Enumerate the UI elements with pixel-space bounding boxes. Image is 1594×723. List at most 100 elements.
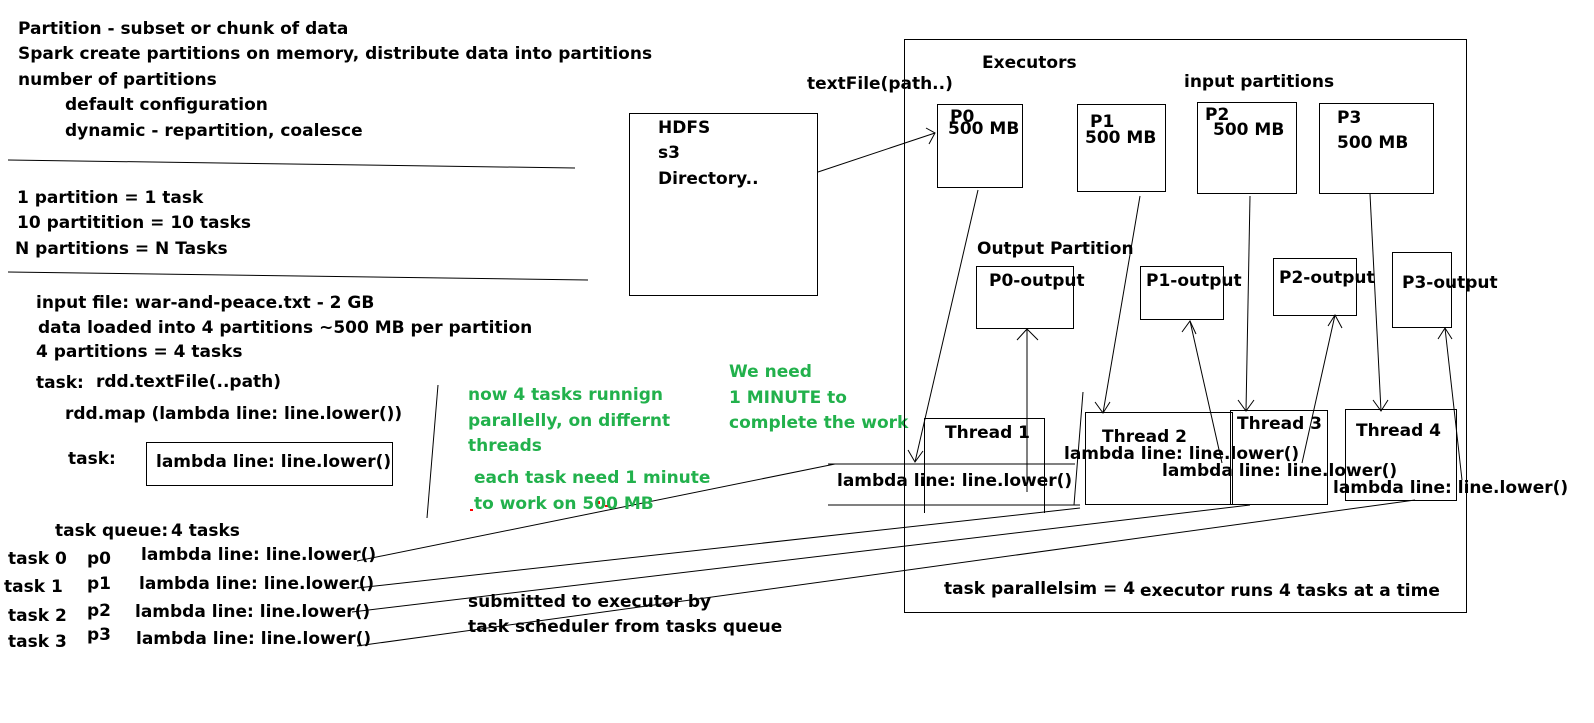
output-p3-label: P3-output	[1402, 273, 1498, 293]
executor-box	[904, 39, 1467, 613]
task1-to-thread2-line	[356, 507, 1081, 589]
green-need-3: complete the work	[729, 413, 909, 433]
thread-4-box: Thread 4	[1345, 409, 1457, 501]
separator-line-1	[7, 159, 576, 169]
partition-p0-name: P0	[950, 107, 975, 127]
note-partition: Partition - subset or chunk of data	[18, 19, 349, 39]
thread-2-label: Thread 2	[1102, 427, 1187, 447]
queue-code-2: lambda line: line.lower()	[135, 602, 371, 622]
thread3-to-p2output-arrow	[1301, 314, 1336, 464]
submitted-2: task scheduler from tasks queue	[468, 617, 783, 637]
storage-box: HDFS s3 Directory..	[629, 113, 818, 296]
storage-to-p0-arrow	[817, 132, 936, 173]
submitted-1: submitted to executor by	[468, 592, 712, 612]
green-parallel-1: now 4 tasks runnign	[468, 385, 664, 405]
red-marks	[470, 501, 608, 511]
queue-partition-2: p2	[87, 601, 111, 621]
green-need-2: 1 MINUTE to	[729, 388, 847, 408]
green-minute-2: to work on 500 MB	[474, 494, 654, 514]
task-queue-count: 4 tasks	[171, 521, 240, 541]
storage-s3: s3	[658, 143, 680, 163]
rule-n: N partitions = N Tasks	[15, 239, 228, 259]
thread-2-box: Thread 2	[1085, 412, 1233, 505]
thread-3-code: lambda line: line.lower()	[1162, 461, 1398, 481]
task3-to-thread4-line	[356, 499, 1416, 647]
p3-to-thread4-arrow	[1369, 193, 1382, 412]
input-partitions-label: input partitions	[1184, 72, 1335, 92]
note-default-config: default configuration	[65, 95, 268, 115]
output-p2-label: P2-output	[1279, 268, 1375, 288]
partition-p1: P1 500 MB	[1077, 104, 1166, 192]
thread-4-label: Thread 4	[1356, 421, 1441, 441]
data-loaded-note: data loaded into 4 partitions ~500 MB pe…	[38, 318, 533, 338]
output-p0-label: P0-output	[989, 271, 1085, 291]
thread-1-label: Thread 1	[945, 423, 1030, 443]
thread-2-code: lambda line: line.lower()	[1064, 444, 1300, 464]
queue-code-1: lambda line: line.lower()	[139, 574, 375, 594]
four-tasks-note: 4 partitions = 4 tasks	[36, 342, 243, 362]
partition-p0: P0 500 MB	[937, 104, 1023, 188]
p0-to-thread1-arrow	[914, 189, 979, 463]
queue-partition-0: p0	[87, 549, 111, 569]
task0-to-thread1-line	[356, 463, 836, 562]
p2-to-thread3-arrow	[1245, 195, 1251, 412]
task-label-2: task:	[68, 449, 116, 469]
queue-task-3: task 3	[8, 632, 67, 652]
queue-code-3: lambda line: line.lower()	[136, 629, 372, 649]
task-queue-title: task queue:	[55, 521, 169, 541]
map-code: rdd.map (lambda line: line.lower())	[65, 404, 403, 424]
output-p1-label: P1-output	[1146, 271, 1242, 291]
task-code: rdd.textFile(..path)	[96, 372, 282, 392]
partition-p2-name: P2	[1205, 105, 1230, 125]
parallelism-label: task parallelsim = 4	[944, 579, 1136, 599]
partition-p2-size: 500 MB	[1213, 120, 1285, 140]
rule-10: 10 partitition = 10 tasks	[17, 213, 252, 233]
green-parallel-3: threads	[468, 436, 542, 456]
thread-3-box: Thread 3	[1230, 410, 1328, 505]
partition-p3-name: P3	[1337, 108, 1362, 128]
queue-task-2: task 2	[8, 606, 67, 626]
storage-directory: Directory..	[658, 169, 759, 189]
queue-partition-3: p3	[87, 625, 111, 645]
note-number-of-partitions: number of partitions	[18, 70, 217, 90]
thread-3-label: Thread 3	[1237, 414, 1322, 434]
lambda-box: lambda line: line.lower()	[146, 442, 393, 486]
green-minute-1: each task need 1 minute	[474, 468, 711, 488]
task-label: task:	[36, 373, 84, 393]
output-p0: P0-output	[976, 266, 1085, 329]
note-spark-partitions: Spark create partitions on memory, distr…	[18, 44, 653, 64]
partition-p0-size: 500 MB	[948, 119, 1020, 139]
partition-p2: P2 500 MB	[1197, 102, 1297, 194]
lambda-box-text: lambda line: line.lower()	[156, 452, 392, 472]
thread4-to-p3output-arrow	[1444, 327, 1463, 481]
textfile-label: textFile(path..)	[807, 74, 953, 94]
rule-1: 1 partition = 1 task	[17, 188, 204, 208]
input-file-note: input file: war-and-peace.txt - 2 GB	[36, 293, 375, 313]
executor-runs-label: executor runs 4 tasks at a time	[1140, 581, 1440, 601]
partition-p1-name: P1	[1090, 112, 1115, 132]
queue-partition-1: p1	[87, 574, 111, 594]
p1-to-thread2-arrow	[1102, 195, 1141, 414]
green-need-1: We need	[729, 362, 812, 382]
partition-p1-size: 500 MB	[1085, 128, 1157, 148]
output-p1: P1-output	[1140, 266, 1242, 320]
thread-1-code: lambda line: line.lower()	[837, 471, 1073, 491]
thread2-to-p1output-arrow	[1189, 320, 1223, 464]
note-dynamic: dynamic - repartition, coalesce	[65, 121, 363, 141]
storage-hdfs: HDFS	[658, 118, 711, 138]
queue-task-1: task 1	[4, 577, 63, 597]
output-p3: P3-output	[1392, 252, 1498, 328]
queue-task-0: task 0	[8, 549, 67, 569]
partition-p3: P3 500 MB	[1319, 103, 1434, 194]
queue-code-0: lambda line: line.lower()	[141, 545, 377, 565]
executor-title: Executors	[982, 53, 1077, 73]
thread-4-code: lambda line: line.lower()	[1333, 478, 1569, 498]
partition-p3-size: 500 MB	[1337, 133, 1409, 153]
green-parallel-2: parallelly, on differnt	[468, 411, 671, 431]
thread-1-box: Thread 1	[924, 418, 1045, 513]
output-partition-label: Output Partition	[977, 239, 1134, 259]
task2-to-thread3-line	[351, 504, 1251, 613]
output-p2: P2-output	[1273, 258, 1375, 316]
separator-line-2	[7, 271, 589, 281]
